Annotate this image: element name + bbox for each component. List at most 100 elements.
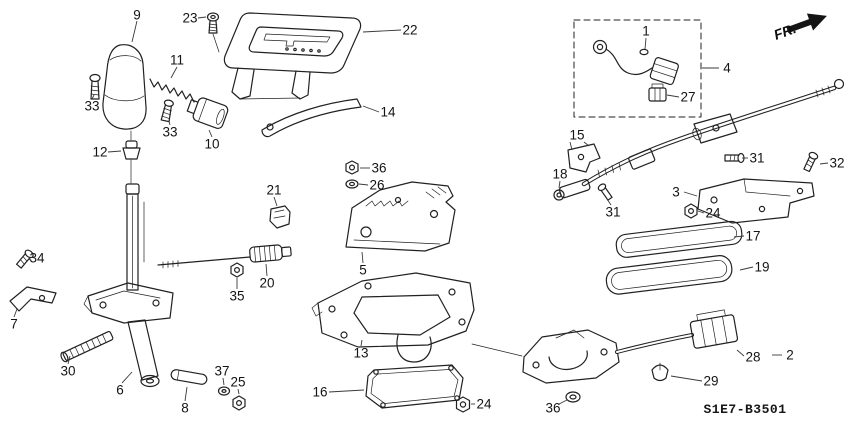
leader-line-29-38	[670, 375, 703, 382]
part-bolt-32	[803, 151, 819, 173]
leader-line-31-20	[606, 198, 612, 206]
part-callout-7-27: 7	[10, 317, 18, 332]
part-callout-26-10: 26	[369, 178, 384, 193]
part-connector-27	[648, 83, 667, 102]
part-callout-25-34: 25	[230, 375, 245, 390]
part-callout-33-4: 33	[84, 99, 99, 114]
leader-line-6-31	[121, 371, 133, 384]
part-callout-22-2: 22	[402, 23, 417, 38]
leader-line-1-12	[644, 37, 647, 50]
leader-line-14-7	[362, 105, 380, 113]
part-gasket-19	[605, 255, 733, 295]
part-cap-12	[122, 130, 141, 184]
part-gasket-17	[615, 220, 743, 258]
leader-line-5-28	[361, 251, 364, 264]
part-curved-plate-14	[261, 98, 362, 138]
fr-arrow-icon	[786, 13, 827, 34]
part-clip-21	[269, 205, 291, 229]
part-callout-20-25: 20	[259, 276, 274, 291]
leader-line-30-30	[67, 355, 71, 365]
part-connector-28	[689, 309, 739, 349]
part-shift-knob	[102, 44, 147, 130]
leader-line-26-10	[358, 183, 369, 186]
part-callout-8-32: 8	[181, 401, 189, 416]
part-nut-36a	[345, 160, 359, 175]
part-callout-21-11: 21	[266, 183, 281, 198]
leader-line-25-34	[237, 388, 240, 395]
leader-line-27-14	[666, 94, 680, 98]
part-wire-kit-4	[573, 19, 702, 118]
diagram-code: S1E7-B3501	[703, 402, 786, 417]
part-callout-9-0: 9	[133, 8, 141, 23]
part-callout-31-20: 31	[605, 205, 620, 220]
leader-line-22-2	[362, 29, 402, 33]
part-callout-5-28: 5	[359, 263, 367, 278]
part-callout-35-26: 35	[229, 289, 244, 304]
part-callout-4-13: 4	[723, 61, 731, 76]
part-cable-bracket-15	[567, 143, 601, 173]
part-callout-13-29: 13	[353, 346, 368, 361]
leader-line-34-24	[27, 258, 32, 261]
leader-line-32-18	[819, 162, 829, 165]
part-callout-10-6: 10	[204, 137, 219, 152]
leader-line-23-1	[197, 16, 207, 19]
part-indicator-panel-22	[212, 12, 362, 100]
part-bolt-33a	[89, 73, 101, 100]
part-callout-27-14: 27	[680, 90, 695, 105]
leader-line-18-16	[558, 180, 561, 189]
part-callout-31-17: 31	[749, 151, 764, 166]
leader-line-20-25	[265, 263, 268, 277]
part-callout-14-7: 14	[380, 105, 396, 120]
leader-line-36-40	[558, 399, 568, 405]
part-callout-37-33: 37	[214, 364, 229, 379]
leader-line-12-8	[107, 150, 122, 153]
part-callout-19-23: 19	[754, 260, 769, 275]
leader-line-24-21	[697, 210, 705, 214]
part-nut-24a	[684, 203, 698, 219]
part-callout-1-12: 1	[642, 24, 650, 39]
part-clip-29	[651, 362, 669, 382]
part-base-plate-13	[311, 272, 475, 363]
leader-line-17-22	[733, 235, 745, 238]
part-gasket-16	[365, 364, 464, 409]
part-bolt-30	[60, 330, 114, 363]
part-nut-35	[230, 262, 244, 278]
part-callout-28-36: 28	[745, 350, 760, 365]
part-callout-23-1: 23	[182, 11, 197, 26]
part-solenoid-10	[186, 97, 229, 129]
leader-line-19-23	[739, 266, 754, 271]
part-callout-17-22: 17	[745, 229, 760, 244]
part-callout-34-24: 34	[29, 251, 45, 266]
part-callout-2-37: 2	[786, 348, 794, 363]
leader-line-9-0	[131, 20, 138, 43]
leader-line-15-15	[569, 141, 573, 151]
part-washer-26	[345, 179, 359, 189]
leader-line-21-11	[273, 196, 278, 207]
part-lever-assembly-6	[83, 183, 174, 388]
part-callout-3-19: 3	[672, 185, 680, 200]
part-callout-6-31: 6	[116, 383, 124, 398]
leader-line-28-36	[736, 349, 745, 357]
leader-line-3-19	[683, 191, 698, 197]
part-callout-16-35: 16	[312, 385, 327, 400]
part-callout-29-38: 29	[703, 374, 718, 389]
part-washer-37	[217, 386, 231, 396]
part-bolt-34	[15, 249, 34, 269]
part-spring-11	[149, 78, 195, 103]
leader-line-15-15	[583, 141, 590, 147]
part-bolt-31b	[597, 183, 613, 201]
part-bolt-31a	[724, 152, 745, 164]
part-callout-32-18: 32	[829, 156, 844, 171]
leader-line-13-29	[360, 339, 363, 347]
part-washer-36b	[565, 391, 581, 403]
part-detent-plate-5	[345, 181, 456, 252]
part-callout-15-15: 15	[569, 128, 584, 143]
leader-line-16-35	[328, 389, 365, 393]
part-callout-36-40: 36	[545, 401, 560, 416]
part-nut-25	[232, 395, 246, 411]
leader-line-11-3	[170, 66, 178, 79]
leader-line-33-5	[168, 120, 171, 126]
